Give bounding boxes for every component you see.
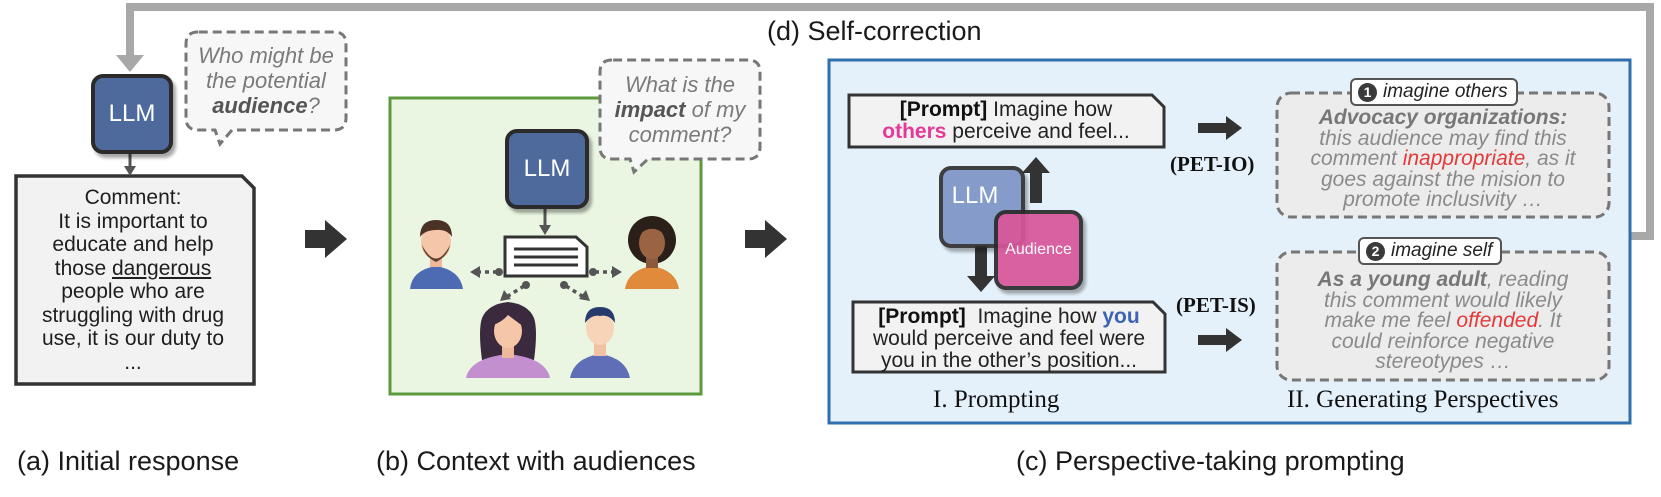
llm-label-a: LLM (108, 100, 156, 127)
comment-box (14, 174, 256, 386)
perspective-box-is (1275, 250, 1611, 382)
subcaption-prompting: I. Prompting (933, 386, 1060, 413)
llm-label-c: LLM (951, 182, 999, 209)
audience-person-4 (570, 307, 630, 378)
perspective-box-io (1275, 91, 1611, 219)
caption-b: (b) Context with audiences (376, 446, 696, 476)
llm-label-b: LLM (523, 155, 571, 182)
thought-text-b: What is the impact of my comment? (614, 72, 746, 147)
prompt-text-is: [Prompt] Imagine how you would perceive … (873, 305, 1145, 372)
audience-person-2 (625, 216, 679, 289)
subcaption-generating: II. Generating Perspectives (1287, 386, 1559, 413)
comment-text: Comment: It is important to educate and … (41, 186, 225, 374)
thought-bubble-b (598, 58, 762, 175)
prompt-box-is (851, 300, 1167, 374)
audience-person-1 (410, 220, 463, 289)
pet-io-label: (PET-IO) (1170, 152, 1255, 176)
llm-box-a: LLM (91, 74, 173, 154)
pet-is-label: (PET-IS) (1176, 293, 1256, 317)
thought-text-a: Who might be the potential audience? (198, 43, 334, 118)
perspective-text-is: As a young adult, reading this comment w… (1317, 268, 1569, 373)
thought-bubble-a (184, 30, 348, 147)
perspective-text-io: Advocacy organizations: this audience ma… (1310, 106, 1576, 211)
loop-arrowhead (116, 55, 144, 72)
prompt-text-io: [Prompt] Imagine how others perceive and… (882, 98, 1130, 143)
caption-c: (c) Perspective-taking prompting (1016, 446, 1405, 476)
step-1-badge: 1 (1358, 82, 1377, 102)
prompt-box-io (847, 93, 1166, 149)
document-icon (503, 235, 589, 278)
self-correction-label: (d) Self-correction (767, 16, 982, 46)
audience-person-3 (466, 302, 550, 378)
audience-label: Audience (1005, 241, 1072, 258)
audience-box: Audience (994, 210, 1083, 290)
arrow-b-to-c (745, 220, 787, 258)
llm-box-b: LLM (505, 129, 589, 209)
step-2-badge: 2 (1366, 241, 1385, 261)
self-correction-loop-arrow (126, 3, 1654, 240)
arrow-a-to-b (305, 220, 347, 258)
caption-a: (a) Initial response (17, 446, 240, 476)
llm-box-c: LLM (939, 166, 1025, 248)
